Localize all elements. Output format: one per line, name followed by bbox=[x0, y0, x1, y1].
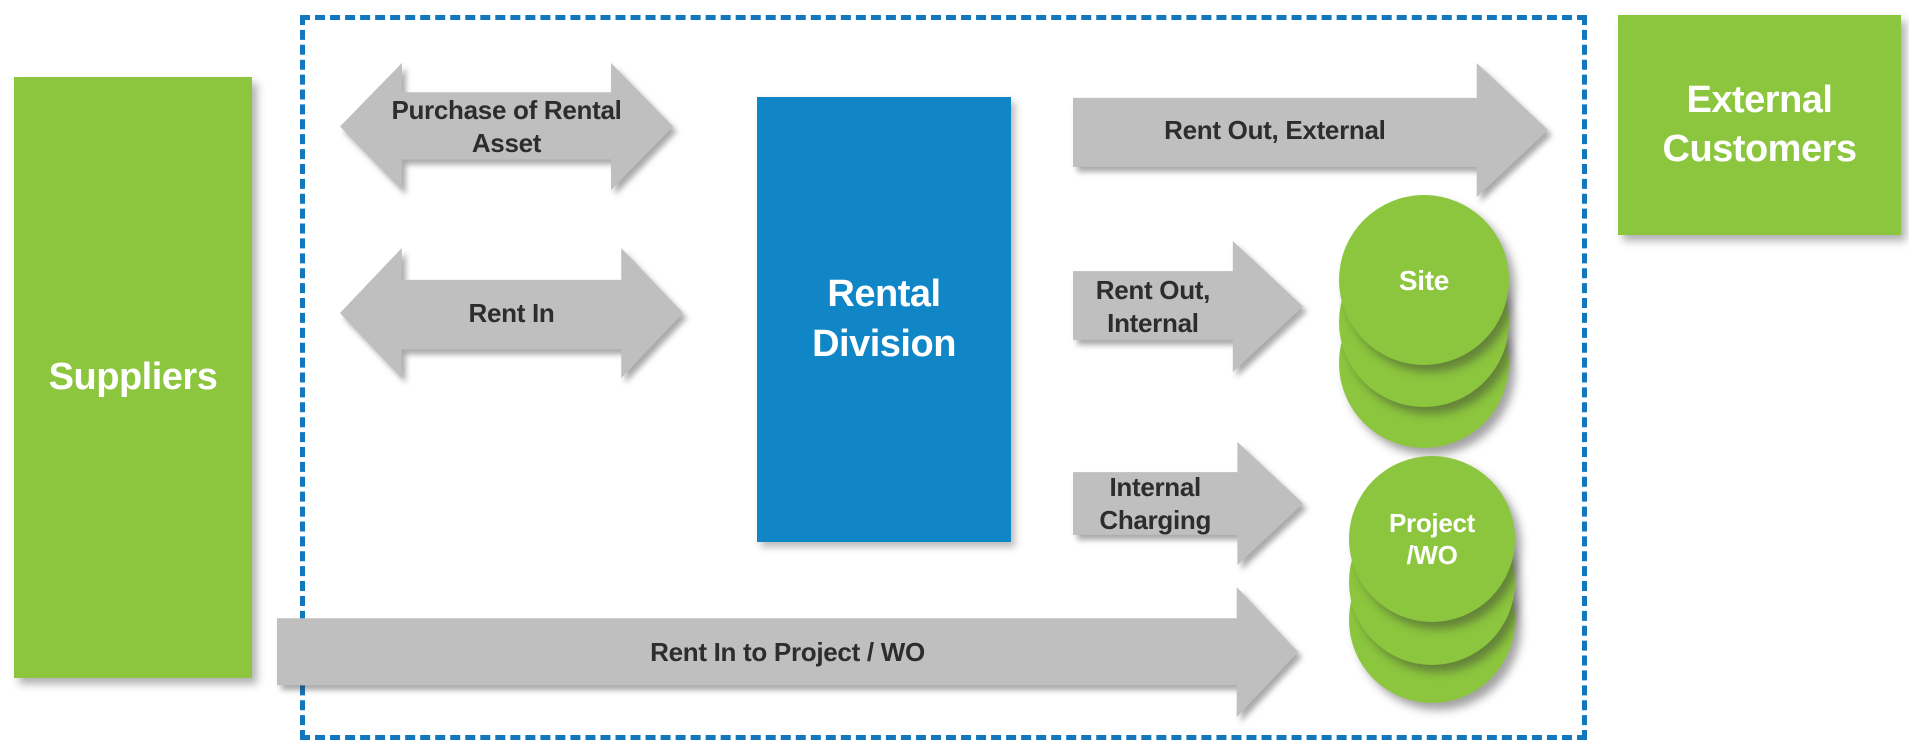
external-customers-label: External Customers bbox=[1662, 78, 1858, 170]
rent-in-label: Rent In bbox=[468, 297, 555, 328]
purchase-of-rental-asset-label: Purchase of Rental Asset bbox=[391, 95, 622, 158]
suppliers-label: Suppliers bbox=[48, 355, 218, 398]
suppliers-box: Suppliers bbox=[14, 77, 252, 678]
rental-division-boundary-dashed-border bbox=[300, 15, 1587, 740]
site-label: Site bbox=[1398, 264, 1450, 296]
internal-charging-label: Internal Charging bbox=[1099, 472, 1212, 535]
project-wo-label: Project /WO bbox=[1388, 507, 1476, 571]
purchase-of-rental-asset-arrow: Purchase of Rental Asset bbox=[340, 63, 673, 190]
rental-division-label: Rental Division bbox=[812, 273, 956, 365]
rent-out-external-label: Rent Out, External bbox=[1164, 114, 1386, 145]
internal-charging-arrow: Internal Charging bbox=[1073, 442, 1303, 565]
rental-division-box: Rental Division bbox=[757, 97, 1011, 542]
rent-out-internal-arrow: Rent Out, Internal bbox=[1073, 241, 1303, 372]
external-customers-box: External Customers bbox=[1618, 15, 1901, 235]
rent-in-to-project-wo-arrow: Rent In to Project / WO bbox=[277, 587, 1298, 717]
site-stack-circle-front: Site bbox=[1339, 195, 1509, 365]
project-wo-stack-circle-front: Project /WO bbox=[1349, 456, 1515, 622]
rent-out-external-arrow: Rent Out, External bbox=[1073, 63, 1548, 197]
rent-in-to-project-wo-label: Rent In to Project / WO bbox=[650, 636, 925, 667]
rent-out-internal-label: Rent Out, Internal bbox=[1095, 275, 1211, 338]
rent-in-arrow: Rent In bbox=[340, 248, 683, 378]
